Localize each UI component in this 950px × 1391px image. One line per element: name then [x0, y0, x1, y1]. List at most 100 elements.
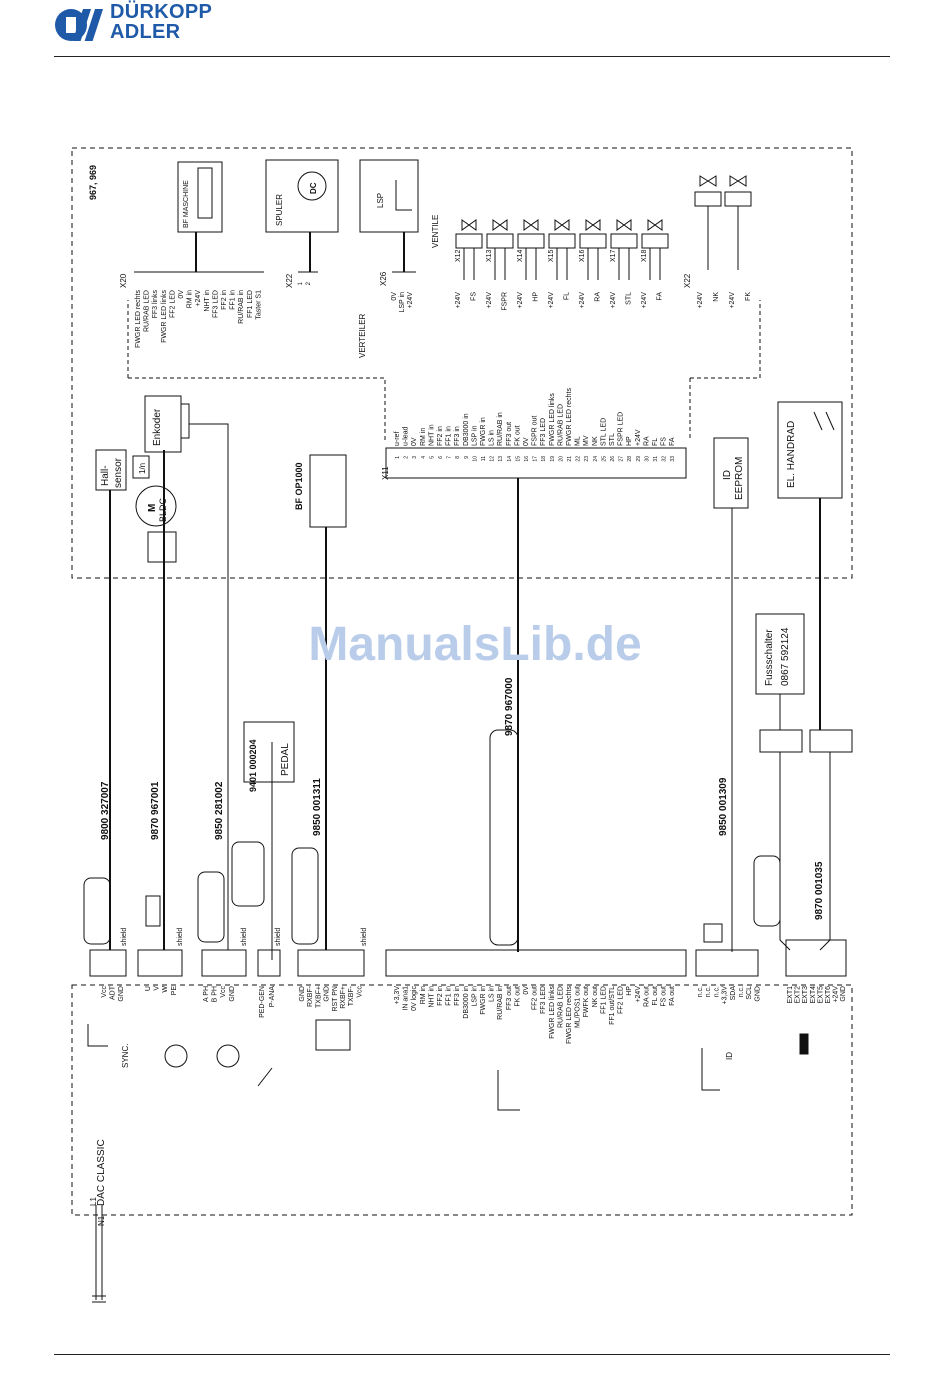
valve-connector-label: X16 [579, 249, 586, 262]
valve-x18-icon [641, 219, 669, 280]
ctrl-main-pin-label: +24V [635, 986, 642, 1003]
ctrl-encoder-pin-label: GND [229, 986, 236, 1002]
x11-pin-number: 32 [662, 456, 668, 462]
pedal-label: PEDAL [280, 743, 291, 776]
connector-x22b-label: X22 [683, 273, 692, 288]
ctrl-main-pin-label: FF2 out [532, 986, 539, 1010]
ctrl-main-pin-label: DB3000 in [463, 986, 470, 1019]
valve-x22-nk-icon [694, 175, 722, 270]
shield-label: shield [361, 928, 368, 946]
valve-x13-icon [486, 219, 514, 280]
ctrl-op-connector [297, 949, 365, 977]
ctrl-encoder-pin-label: Vcc [220, 986, 227, 998]
fussschalter-label: Fussschalter [764, 629, 775, 686]
encoder-cable-line [189, 423, 229, 950]
ctrl-ext-pin-label: +24V [833, 986, 840, 1003]
x11-pin-label: RA [643, 436, 650, 446]
ctrl-pedal-connector [257, 949, 281, 977]
cable-ext-label: 9870 001035 [814, 861, 825, 920]
watermark-text: ManualsLib.de [308, 618, 641, 671]
machine-boundary [71, 147, 853, 579]
ctrl-op-pin-label: TXBF- [348, 985, 355, 1006]
x20-pin-label: FF3 LED [212, 290, 219, 318]
x20-pin-label: FF1 in [230, 290, 237, 310]
x22a-pin-label: 2 [306, 281, 312, 285]
x11-pin-label: FK out [514, 425, 521, 446]
ctrl-pedal-pin-label: PED-GEN [259, 986, 266, 1018]
fussschalter-part-label: 0867 592124 [780, 627, 791, 686]
el-handrad-box [777, 401, 843, 499]
verteiler-boundary-right [689, 300, 761, 440]
lsp-label: LSP [376, 193, 385, 208]
valve-connector-label: X15 [548, 249, 555, 262]
ext-symbol-icon [799, 1033, 809, 1055]
el-handrad-label: EL. HANDRAD [786, 421, 797, 488]
ctrl-id-pin-label: SCL [746, 986, 753, 1000]
id-label: ID [722, 470, 733, 480]
brand-logo-icon [55, 9, 104, 41]
ctrl-main-pin-label: RU/RAB LED [557, 986, 564, 1028]
x11-pin-label: FF3 in [454, 426, 461, 446]
shield-label: shield [241, 928, 248, 946]
x11-pin-label: HP [626, 436, 633, 446]
ctrl-main-pin-label: ML/POS1 out [575, 986, 582, 1028]
x11-pin-number: 17 [533, 456, 539, 462]
ctrl-main-pin-label: FWGR in [480, 986, 487, 1015]
dsub37-connector-icon [489, 729, 519, 946]
shield-label: shield [121, 928, 128, 946]
x20-pin-label: FF2 in [221, 290, 228, 310]
x11-pin-number: 3 [412, 456, 418, 459]
x11-pin-label: DB3000 in [463, 413, 470, 446]
x11-pin-number: 25 [601, 456, 607, 462]
motor-m-label: M [147, 504, 158, 512]
ventile-label: VENTILE [431, 215, 440, 248]
ctrl-ext-pin-label: GND [840, 986, 847, 1002]
valve-connector-label: X14 [517, 249, 524, 262]
mains-lines [92, 1205, 106, 1303]
x11-pin-number: 5 [429, 456, 435, 459]
x11-pin-label: RU/RAB in [497, 412, 504, 446]
valve-pin-label: +24V [548, 292, 555, 309]
ctrl-op-pin-label: RXBF- [307, 985, 314, 1007]
valve-pin-label: HP [533, 292, 540, 302]
x11-pin-label: FF3 out [506, 422, 513, 446]
ctrl-ext-pin-label: EXT1 [787, 986, 794, 1004]
x11-connector-block [385, 447, 687, 479]
x11-pin-number: 10 [472, 456, 478, 462]
x22b-pin-label: +24V [729, 292, 736, 309]
id-eeprom-box [713, 437, 749, 509]
motor-plug-icon [145, 895, 161, 927]
ctrl-main-pin-label: FF2 LED [618, 986, 625, 1014]
ctrl-main-pin-label: NHT in [428, 986, 435, 1008]
ctrl-ext-pin-label: EXT3 [802, 986, 809, 1004]
x11-pin-label: FS [661, 437, 668, 446]
valve-connector-label: X12 [455, 249, 462, 262]
connector-x22a-label: X22 [285, 273, 294, 288]
dsub9-encoder-icon [197, 871, 225, 943]
x11-pin-label: RM in [420, 428, 427, 446]
x11-pin-number: 11 [481, 456, 487, 461]
x20-pin-label: FWGR LED links [161, 290, 168, 343]
sync-symbol-icon [87, 1024, 108, 1047]
x11-pin-number: 16 [524, 456, 530, 462]
lsp-switch-icon [395, 180, 412, 211]
header-rule [54, 56, 890, 57]
dsub15-op-icon [291, 847, 319, 945]
controller-id-label: ID [725, 1052, 734, 1060]
bf-op1000-box [309, 454, 347, 528]
x11-pin-label: STL [609, 433, 616, 446]
cable-main-label: 9870 967000 [504, 677, 515, 736]
dsub9-pedal-icon [231, 841, 265, 907]
ctrl-sync-pin-label: Vcc [101, 986, 108, 998]
footer-rule [54, 1354, 890, 1355]
pedal-symbol-icon [257, 1067, 273, 1087]
valve-x12-icon [455, 219, 483, 280]
rj-id-icon [703, 923, 723, 943]
x11-pin-number: 19 [550, 456, 556, 462]
x20-pin-label: RU/RAB LED [144, 290, 151, 332]
ctrl-main-pin-label: FF1 in [446, 986, 453, 1006]
one-n-label: 1/n [138, 463, 147, 474]
valve-pin-label: +24V [455, 292, 462, 309]
ctrl-sync-pin-label: GND [118, 986, 125, 1002]
